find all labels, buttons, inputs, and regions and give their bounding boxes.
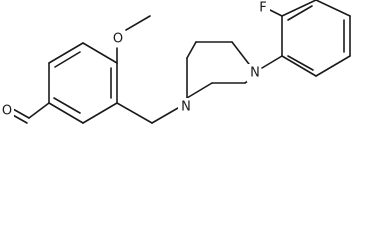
bond	[82, 102, 118, 124]
benzyl-ch2-bond	[151, 107, 179, 124]
bond	[186, 82, 213, 99]
bond	[48, 102, 84, 124]
benzene-ring-fluorophenyl	[281, 0, 351, 77]
aromatic-double-bond	[53, 97, 81, 114]
piperazine-ring	[186, 41, 253, 99]
bond	[281, 0, 317, 17]
aryl-nitrogen-label: N	[250, 66, 260, 81]
aromatic-double-bond	[54, 51, 81, 68]
benzyl-ch2-bond	[116, 102, 153, 124]
benzyl-nitrogen-label: N	[181, 100, 191, 115]
aldehyde-group: O	[0, 102, 50, 124]
methoxy-group: O	[110, 15, 151, 64]
c-f-bond	[269, 9, 283, 17]
aldehyde-oxygen-label: O	[2, 104, 12, 119]
bond	[48, 42, 84, 64]
n-aryl-bond	[261, 55, 283, 69]
benzene-ring-aldehyde	[48, 42, 118, 124]
methoxy-oxygen-label: O	[113, 32, 123, 47]
fluorine-label: F	[259, 1, 266, 16]
bond	[28, 102, 50, 119]
bond	[231, 41, 253, 69]
bond	[186, 41, 197, 59]
bond	[315, 55, 351, 77]
chemical-structure-diagram: O O N N F	[0, 0, 351, 124]
double-bond	[12, 108, 30, 119]
aromatic-double-bond	[287, 55, 314, 71]
bond	[315, 0, 351, 17]
bond	[281, 55, 317, 77]
bond	[82, 42, 118, 64]
bond	[125, 15, 151, 31]
aromatic-double-bond	[287, 5, 313, 21]
